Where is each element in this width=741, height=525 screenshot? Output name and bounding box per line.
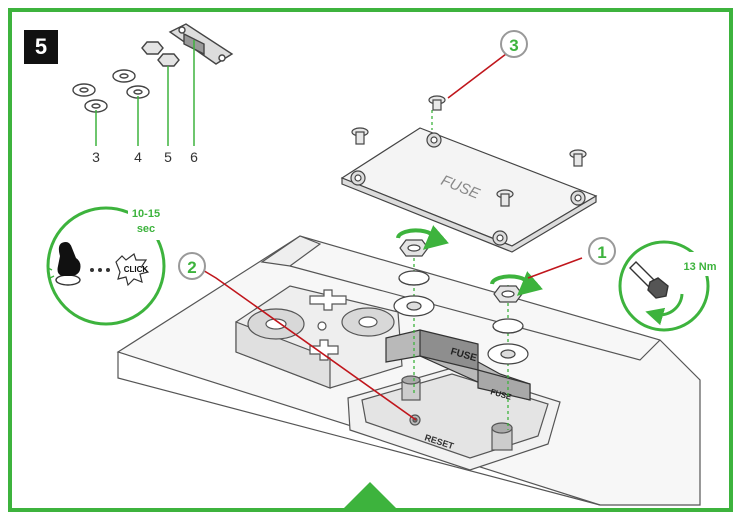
lock-washer-icon	[112, 69, 150, 99]
part-label-3: 3	[92, 149, 100, 165]
callout-2-number: 2	[187, 258, 196, 277]
wrench-icon	[629, 261, 669, 299]
click-burst-icon	[115, 253, 150, 287]
callout-1-number: 1	[597, 243, 606, 262]
parts-legend: 3 4 5 6	[72, 23, 234, 165]
screw-icon	[428, 95, 446, 111]
torque-arrow-icon	[645, 293, 684, 326]
torque-value: 13 Nm	[683, 261, 716, 273]
plus-terminal-icon-2	[309, 339, 339, 361]
screw-icon-2	[351, 127, 369, 145]
washer-icon	[72, 83, 108, 113]
fuse-bar-icon	[168, 23, 234, 65]
part-label-5: 5	[164, 149, 172, 165]
reset-unit: sec	[137, 223, 155, 235]
callout-1	[588, 237, 616, 265]
click-label: CLICK	[124, 265, 149, 274]
part-label-6: 6	[190, 149, 198, 165]
finger-press-icon	[47, 242, 81, 286]
fuse-cover-plate	[340, 127, 598, 253]
callout-leader-1	[527, 257, 583, 279]
screw-icon-3	[569, 149, 587, 167]
part-label-4: 4	[134, 149, 142, 165]
callout-2	[178, 252, 206, 280]
callout-3-number: 3	[509, 36, 518, 55]
dot-icon	[90, 268, 94, 272]
nut-icon	[141, 41, 180, 67]
reset-hint: 10-15 sec CLICK	[46, 204, 166, 326]
plus-terminal-icon	[309, 289, 347, 311]
step-number-badge: 5	[24, 30, 58, 64]
torque-hint: 13 Nm	[618, 240, 724, 332]
left-fastener-stack	[393, 239, 435, 317]
reset-duration: 10-15	[132, 208, 160, 220]
screw-icon-4	[496, 189, 514, 207]
rotate-arrow-icon	[396, 225, 449, 250]
frame-pointer-triangle	[342, 482, 398, 510]
dot-icon-2	[98, 268, 102, 272]
rotate-arrow-icon-2	[490, 271, 543, 296]
fuse-strip	[385, 329, 531, 401]
dot-icon-3	[106, 268, 110, 272]
callout-3	[500, 30, 528, 58]
callout-leader-3	[447, 53, 507, 99]
